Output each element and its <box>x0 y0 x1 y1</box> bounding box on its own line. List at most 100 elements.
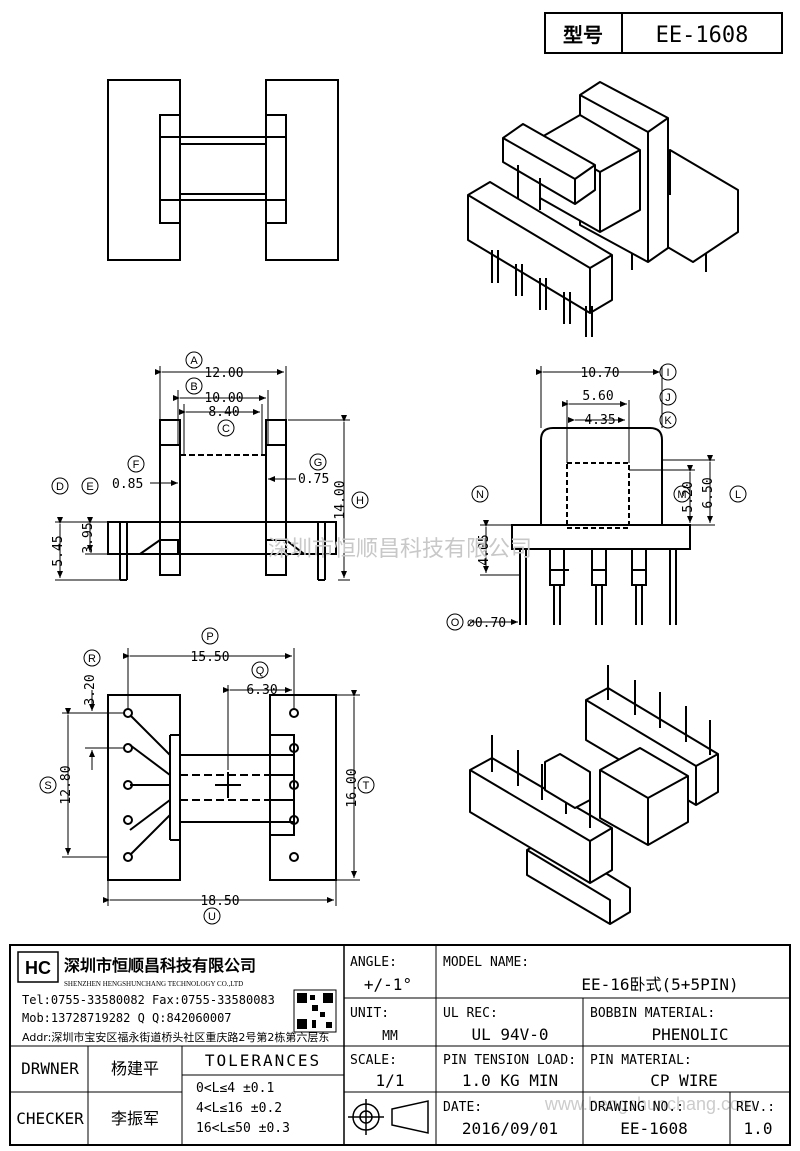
dim-b: 10.00 <box>204 391 243 406</box>
callout-l: L <box>729 485 747 503</box>
dimension-values: 12.00 10.00 8.40 0.85 0.75 14.00 5.45 3.… <box>51 366 716 909</box>
rev-label: REV.: <box>736 1100 775 1115</box>
drawer-label: DRWNER <box>21 1059 79 1078</box>
callout-t: T <box>357 776 375 794</box>
svg-text:A: A <box>190 355 198 367</box>
pin-tension-label: PIN TENSION LOAD: <box>443 1053 576 1068</box>
callout-m: M <box>673 485 691 503</box>
dim-k: 4.35 <box>584 413 615 428</box>
model-name-label: MODEL NAME: <box>443 955 529 970</box>
checker-label: CHECKER <box>16 1109 84 1128</box>
svg-text:N: N <box>476 489 484 501</box>
company-name-en: SHENZHEN HENGSHUNCHANG TECHNOLOGY CO.,LT… <box>64 980 243 988</box>
svg-text:D: D <box>56 481 64 493</box>
dim-m: 5.20 <box>681 481 696 512</box>
pin-tension-value: 1.0 KG MIN <box>462 1071 558 1090</box>
dim-l: 6.50 <box>701 477 716 508</box>
callout-h: H <box>351 491 369 509</box>
svg-text:J: J <box>665 392 671 404</box>
svg-text:HC: HC <box>25 958 51 978</box>
date-label: DATE: <box>443 1100 482 1115</box>
side-view <box>511 427 691 625</box>
drawing-no-label: DRAWING NO.: <box>590 1100 684 1115</box>
scale-label: SCALE: <box>350 1053 397 1068</box>
callouts: A B C D E F G H I J K L M N O P Q R S T … <box>39 351 747 925</box>
svg-text:E: E <box>86 481 93 493</box>
callout-i: I <box>659 363 677 381</box>
svg-text:I: I <box>666 367 669 379</box>
front-view <box>107 419 337 581</box>
company-addr: Addr:深圳市宝安区福永街道桥头社区重庆路2号第2栋第六层东 <box>22 1030 329 1044</box>
pin-material-label: PIN MATERIAL: <box>590 1053 692 1068</box>
callout-n: N <box>471 485 489 503</box>
dim-s: 12.80 <box>59 765 74 804</box>
svg-text:R: R <box>88 653 96 665</box>
title-block <box>9 944 791 1146</box>
dim-r: 3.20 <box>83 674 98 705</box>
callout-k: K <box>659 411 677 429</box>
callout-d: D <box>51 477 69 495</box>
dim-q: 6.30 <box>246 683 277 698</box>
bobbin-material-value: PHENOLIC <box>651 1025 728 1044</box>
top-view <box>107 79 339 261</box>
callout-a: A <box>185 351 203 369</box>
svg-text:U: U <box>208 911 216 923</box>
type-label: 型号 <box>563 23 603 47</box>
company-name-cn: 深圳市恒顺昌科技有限公司 <box>64 956 256 975</box>
bottom-view <box>107 694 337 881</box>
callout-c: C <box>217 419 235 437</box>
ul-rec-label: UL REC: <box>443 1006 498 1021</box>
svg-text:K: K <box>664 415 672 427</box>
callout-j: J <box>659 388 677 406</box>
pin-material-value: CP WIRE <box>650 1071 717 1090</box>
qr-code-icon <box>293 989 337 1033</box>
dim-g: 0.75 <box>298 472 329 487</box>
callout-p: P <box>201 627 219 645</box>
dim-c: 8.40 <box>208 405 239 420</box>
dim-u: 18.50 <box>200 894 239 909</box>
unit-value: MM <box>382 1029 398 1044</box>
dim-f: 0.85 <box>112 477 143 492</box>
callout-u: U <box>203 907 221 925</box>
company-mob-qq: Mob:13728719282 Q Q:842060007 <box>22 1011 232 1025</box>
iso-view-top <box>467 81 739 337</box>
header-box: 型号 EE-1608 <box>544 12 783 54</box>
checker-value: 李振军 <box>111 1109 159 1128</box>
drawing-no-value: EE-1608 <box>620 1119 687 1138</box>
projection-symbol-icon <box>348 1099 429 1135</box>
svg-text:P: P <box>206 631 213 643</box>
tolerance-row-2: 4<L≤16 ±0.2 <box>196 1101 282 1116</box>
svg-text:Q: Q <box>256 665 265 677</box>
dim-i: 10.70 <box>580 366 619 381</box>
svg-text:T: T <box>363 780 370 792</box>
model-number: EE-1608 <box>656 23 749 48</box>
dim-t: 16.00 <box>345 768 360 807</box>
dim-n: 4.05 <box>477 534 492 565</box>
svg-text:G: G <box>314 457 323 469</box>
angle-value: +/-1° <box>364 975 412 994</box>
rev-value: 1.0 <box>744 1119 773 1138</box>
callout-g: G <box>309 453 327 471</box>
svg-text:C: C <box>222 423 230 435</box>
svg-text:M: M <box>677 489 686 501</box>
dim-d: 5.45 <box>51 535 66 566</box>
drawer-value: 杨建平 <box>111 1059 159 1078</box>
title-block-text: ANGLE: +/-1° MODEL NAME: EE-16卧式(5+5PIN)… <box>16 955 775 1138</box>
svg-text:B: B <box>190 381 197 393</box>
company-info: 深圳市恒顺昌科技有限公司 SHENZHEN HENGSHUNCHANG TECH… <box>22 956 329 1044</box>
dimension-lines <box>55 366 715 906</box>
ul-rec-value: UL 94V-0 <box>471 1025 548 1044</box>
callout-o: O <box>446 613 464 631</box>
iso-view-bottom <box>469 665 719 925</box>
dim-e: 3.95 <box>81 522 96 553</box>
company-tel-fax: Tel:0755-33580082 Fax:0755-33580083 <box>22 993 275 1007</box>
watermark: 深圳市恒顺昌科技有限公司 <box>268 537 532 562</box>
tolerance-row-3: 16<L≤50 ±0.3 <box>196 1121 290 1136</box>
dim-j: 5.60 <box>582 389 613 404</box>
svg-text:L: L <box>735 489 741 501</box>
dim-a: 12.00 <box>204 366 243 381</box>
scale-value: 1/1 <box>376 1071 405 1090</box>
callout-f: F <box>127 455 145 473</box>
date-value: 2016/09/01 <box>462 1119 558 1138</box>
